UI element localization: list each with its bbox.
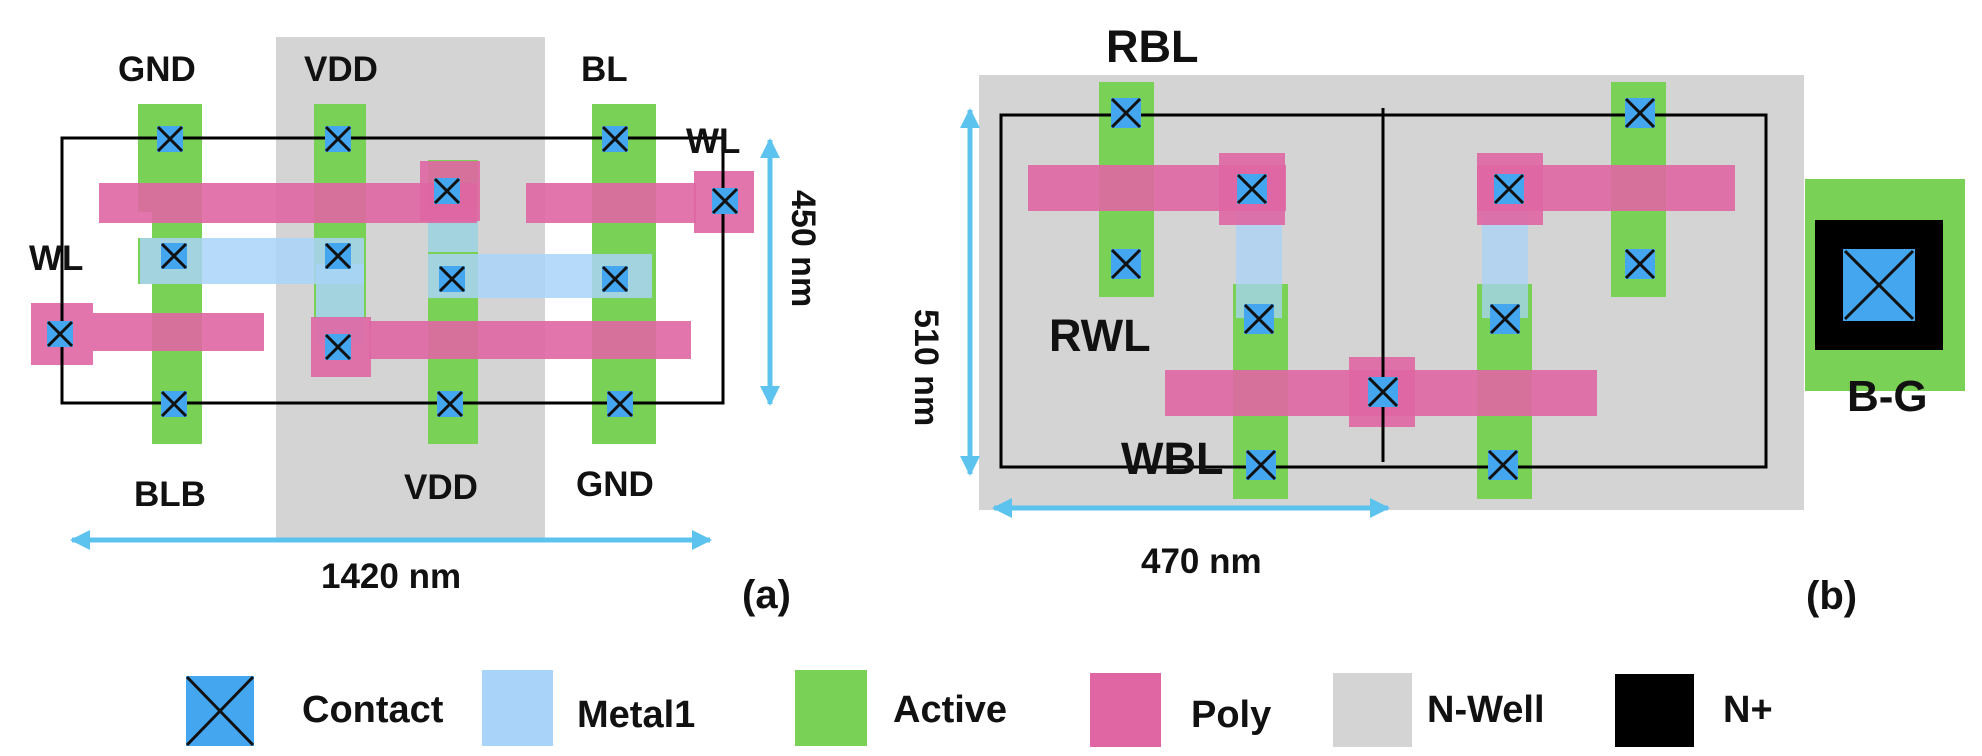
legend-label: N-Well — [1427, 689, 1545, 731]
active-swatch — [795, 670, 867, 746]
contact-icon — [324, 242, 352, 270]
dimension-width-label: 470 nm — [1141, 542, 1262, 581]
legend-item-contact: Contact — [185, 675, 444, 747]
contact-icon — [156, 125, 184, 153]
contact-icon — [46, 320, 74, 348]
dimension-height-label: 510 nm — [907, 309, 945, 426]
contacts-a — [46, 125, 739, 418]
poly-strip — [93, 313, 264, 351]
contact-icon — [606, 390, 634, 418]
poly-strip — [99, 183, 477, 223]
panel-b-caption: (b) — [1806, 574, 1857, 618]
dimension-height-label: 450 nm — [784, 190, 822, 307]
legend-label: N+ — [1723, 689, 1773, 731]
nplus-swatch — [1615, 674, 1694, 747]
panel-a-caption: (a) — [742, 573, 791, 617]
contact-icon — [433, 177, 461, 205]
cell-boundary — [60, 136, 725, 405]
contact-icon — [1245, 449, 1277, 481]
contact-icon — [601, 125, 629, 153]
label-gnd-top: GND — [118, 50, 196, 89]
label-vdd-top: VDD — [304, 50, 378, 89]
contact-icon — [1243, 303, 1275, 335]
nwell-swatch — [1333, 673, 1412, 747]
label-rwl: RWL — [1049, 310, 1151, 361]
dimension-width-label: 1420 nm — [321, 557, 461, 596]
legend-label: Contact — [302, 689, 444, 731]
legend-label: Poly — [1191, 694, 1271, 736]
poly-swatch — [1090, 673, 1161, 747]
contact-icon — [1489, 303, 1521, 335]
contact-icon — [1236, 173, 1268, 205]
label-rbl: RBL — [1106, 21, 1198, 72]
contact-icon — [1110, 248, 1142, 280]
contact-icon — [1843, 249, 1915, 321]
poly-strip — [526, 183, 696, 223]
contact-icon — [1487, 449, 1519, 481]
label-vdd-bottom: VDD — [404, 468, 478, 507]
contact-icon — [1493, 173, 1525, 205]
legend-item-poly: Poly — [1090, 673, 1271, 747]
label-wbl: WBL — [1121, 433, 1223, 484]
poly-strip — [369, 321, 691, 359]
panel-a: GND VDD BL WL WL BLB VDD GND 450 nm 1420… — [29, 37, 822, 617]
contact-icon — [1624, 248, 1656, 280]
label-bl: BL — [581, 50, 628, 89]
label-bg: B-G — [1847, 372, 1928, 421]
legend-label: Metal1 — [577, 694, 695, 736]
contact-icon — [160, 242, 188, 270]
legend-item-nwell: N-Well — [1333, 673, 1545, 747]
contact-icon — [324, 125, 352, 153]
label-wl-right: WL — [686, 122, 740, 161]
panel-b: RBL RWL WBL B-G 510 nm 470 nm (b) — [907, 21, 1965, 618]
label-gnd-bottom: GND — [576, 465, 654, 504]
legend-item-nplus: N+ — [1615, 674, 1773, 747]
contact-icon — [711, 187, 739, 215]
contact-icon — [185, 675, 255, 747]
contacts-b — [1110, 97, 1656, 481]
contact-icon — [601, 265, 629, 293]
contact-icon — [1367, 376, 1399, 408]
contact-icon — [438, 265, 466, 293]
legend-item-active: Active — [795, 670, 1007, 746]
contact-icon — [160, 390, 188, 418]
contact-icon — [324, 333, 352, 361]
label-wl-left: WL — [29, 239, 83, 278]
contact-icon — [436, 390, 464, 418]
contact-icon — [1110, 97, 1142, 129]
contact-icon — [1624, 97, 1656, 129]
legend-label: Active — [893, 689, 1007, 731]
legend-item-metal1: Metal1 — [482, 670, 695, 746]
metal1-swatch — [482, 670, 553, 746]
label-blb: BLB — [134, 475, 206, 514]
legend: Contact Metal1 Active Poly N-Well N+ — [185, 670, 1773, 747]
